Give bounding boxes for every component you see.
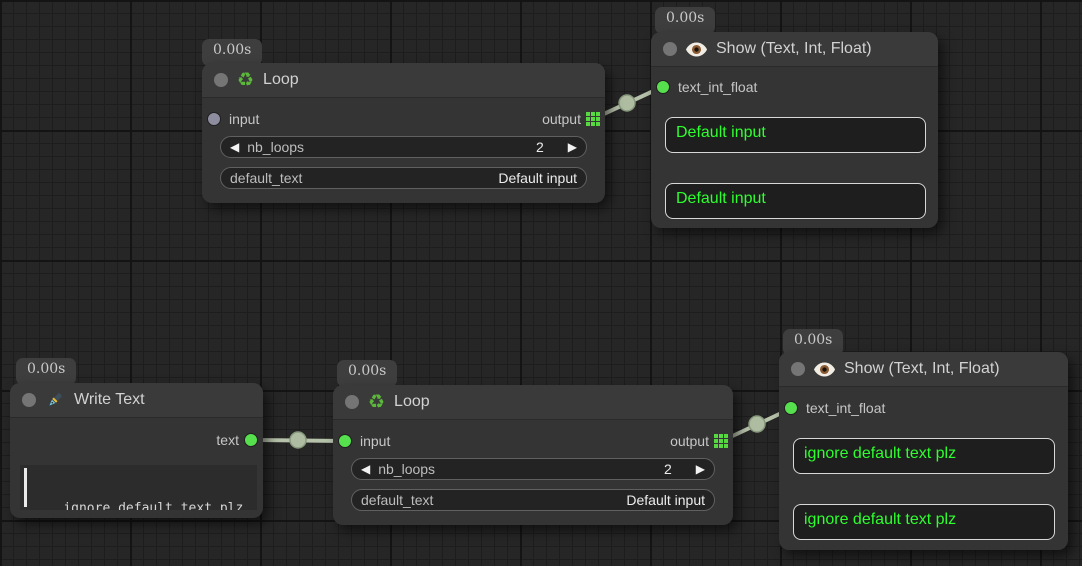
input-slot-label: input <box>360 433 391 449</box>
text-cursor <box>24 468 27 507</box>
collapse-dot[interactable] <box>345 395 359 409</box>
increment-arrow-icon[interactable]: ▶ <box>567 140 577 154</box>
link-midpoint-dot[interactable] <box>618 94 636 112</box>
default-text-label: default_text <box>361 492 434 508</box>
recycle-icon: ♻ <box>237 68 255 91</box>
input-slot-dot[interactable] <box>207 112 221 126</box>
nb-loops-value: 2 <box>535 139 544 155</box>
node-title-bar[interactable]: Show (Text, Int, Float) <box>651 32 938 67</box>
output-slot-label: output <box>670 433 709 449</box>
node-loop-top[interactable]: ♻ Loop input output ◀ nb_loops 2 ▶ defau… <box>202 63 605 203</box>
default-text-widget[interactable]: default_text Default input <box>351 489 715 511</box>
nb-loops-value: 2 <box>663 461 672 477</box>
nb-loops-label: nb_loops <box>378 461 436 477</box>
node-title-bar[interactable]: Write Text <box>10 383 263 418</box>
input-slot-label: text_int_float <box>678 79 758 95</box>
nb-loops-label: nb_loops <box>247 139 305 155</box>
collapse-dot[interactable] <box>22 393 36 407</box>
node-title: Loop <box>394 393 430 410</box>
node-title-bar[interactable]: Show (Text, Int, Float) <box>779 352 1068 387</box>
input-slot-label: text_int_float <box>806 400 886 416</box>
collapse-dot[interactable] <box>791 362 805 376</box>
grid-output-slot-icon[interactable] <box>586 112 600 126</box>
exec-time-badge: 0.00s <box>655 7 716 34</box>
collapse-dot[interactable] <box>214 73 228 87</box>
input-slot-label: input <box>229 111 260 127</box>
input-slot-dot[interactable] <box>784 401 798 415</box>
node-title: Loop <box>263 71 299 88</box>
increment-arrow-icon[interactable]: ▶ <box>695 462 705 476</box>
output-slot-label: output <box>542 111 581 127</box>
exec-time-badge: 0.00s <box>337 360 398 387</box>
node-write-text[interactable]: Write Text text ignore default text plz <box>10 383 263 518</box>
output-slot-label: text <box>216 432 239 448</box>
eye-icon <box>814 362 835 376</box>
node-title: Show (Text, Int, Float) <box>716 40 872 57</box>
text-input-area[interactable]: ignore default text plz <box>20 465 257 510</box>
node-title: Show (Text, Int, Float) <box>844 360 1000 377</box>
fountain-pen-icon <box>48 393 62 407</box>
eye-icon <box>686 42 707 56</box>
grid-output-slot-icon[interactable] <box>714 434 728 448</box>
node-title-bar[interactable]: ♻ Loop <box>202 63 605 98</box>
result-text-box[interactable]: Default input <box>665 117 926 153</box>
recycle-icon: ♻ <box>368 390 386 413</box>
node-title: Write Text <box>74 391 145 408</box>
decrement-arrow-icon[interactable]: ◀ <box>361 462 371 476</box>
default-text-value: Default input <box>626 492 705 508</box>
output-slot-dot[interactable] <box>244 433 258 447</box>
node-show-bottom[interactable]: Show (Text, Int, Float) text_int_float i… <box>779 352 1068 550</box>
default-text-widget[interactable]: default_text Default input <box>220 167 587 189</box>
decrement-arrow-icon[interactable]: ◀ <box>230 140 240 154</box>
result-text-box[interactable]: Default input <box>665 183 926 219</box>
node-title-bar[interactable]: ♻ Loop <box>333 385 733 420</box>
link-midpoint-dot[interactable] <box>748 415 766 433</box>
nb-loops-widget[interactable]: ◀ nb_loops 2 ▶ <box>220 136 587 158</box>
result-text-box[interactable]: ignore default text plz <box>793 504 1055 540</box>
input-slot-dot[interactable] <box>338 434 352 448</box>
result-text-box[interactable]: ignore default text plz <box>793 438 1055 474</box>
exec-time-badge: 0.00s <box>202 39 263 66</box>
nb-loops-widget[interactable]: ◀ nb_loops 2 ▶ <box>351 458 715 480</box>
node-show-top[interactable]: Show (Text, Int, Float) text_int_float D… <box>651 32 938 228</box>
exec-time-badge: 0.00s <box>783 329 844 356</box>
default-text-value: Default input <box>498 170 577 186</box>
default-text-label: default_text <box>230 170 303 186</box>
node-loop-bottom[interactable]: ♻ Loop input output ◀ nb_loops 2 ▶ defau… <box>333 385 733 525</box>
exec-time-badge: 0.00s <box>16 358 77 385</box>
input-slot-dot[interactable] <box>656 80 670 94</box>
text-area-value: ignore default text plz <box>63 501 244 510</box>
collapse-dot[interactable] <box>663 42 677 56</box>
link-midpoint-dot[interactable] <box>289 431 307 449</box>
